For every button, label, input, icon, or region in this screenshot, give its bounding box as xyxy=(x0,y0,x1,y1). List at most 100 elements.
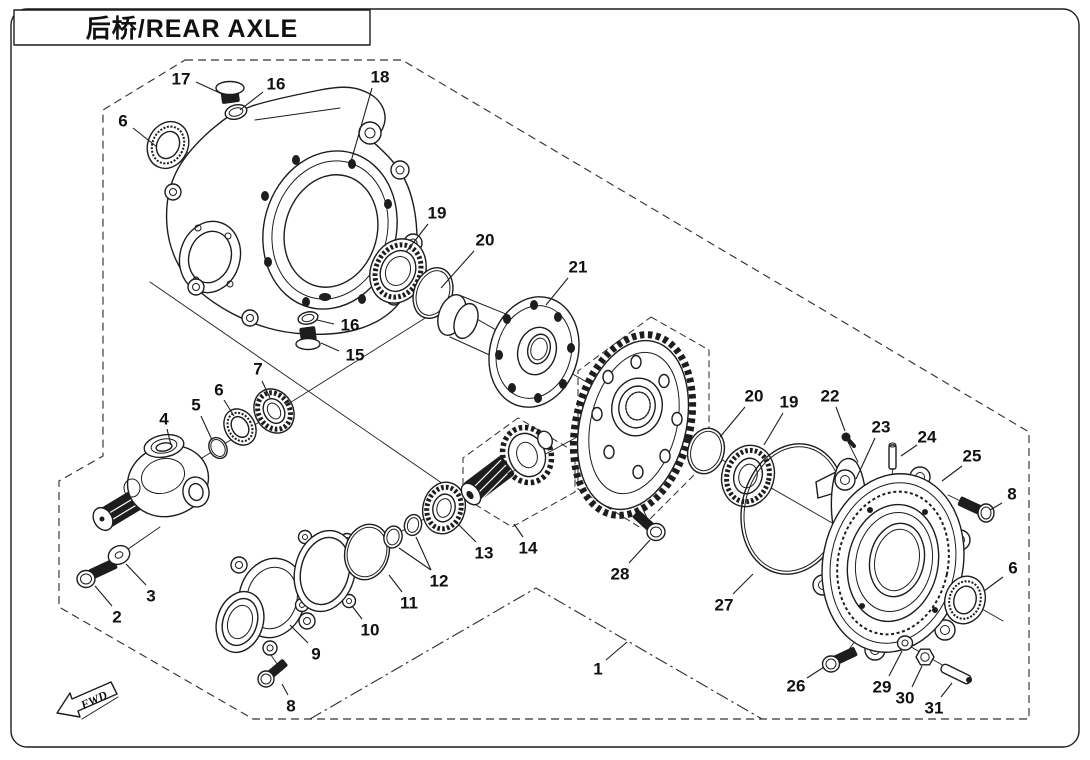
leader-line-4 xyxy=(166,428,172,446)
part-oring-pinion-large xyxy=(343,523,391,581)
part-shim-rings xyxy=(383,513,423,549)
callout-11: 11 xyxy=(400,594,418,613)
part-spacer-shaft xyxy=(437,294,534,373)
leader-line-28 xyxy=(628,539,651,564)
part-bolt-cover-lower xyxy=(821,647,858,673)
callout-28: 28 xyxy=(611,565,630,584)
callout-6: 6 xyxy=(1008,559,1017,578)
leader-line-8 xyxy=(989,502,1003,511)
part-universal-yoke xyxy=(92,433,210,532)
part-bolt-retainer xyxy=(257,659,288,688)
callout-27: 27 xyxy=(715,596,734,615)
callout-25: 25 xyxy=(963,447,982,466)
part-set-screw xyxy=(841,432,856,448)
part-bearing-rear xyxy=(720,444,776,508)
part-flange-hub xyxy=(488,296,580,408)
leader-line-10 xyxy=(351,605,363,620)
leader-line-25 xyxy=(941,465,963,482)
callout-6: 6 xyxy=(214,381,223,400)
fwd-arrow: FWD xyxy=(56,681,119,720)
callout-20: 20 xyxy=(745,387,764,406)
part-cotter-pin xyxy=(940,663,972,685)
page-title: 后桥/REAR AXLE xyxy=(86,15,298,43)
callout-1: 1 xyxy=(593,660,602,679)
callout-16: 16 xyxy=(341,316,360,335)
part-nut xyxy=(915,648,935,666)
leader-line-15 xyxy=(320,342,340,352)
leader-line-12 xyxy=(398,547,432,571)
leader-line-26 xyxy=(806,666,825,679)
callout-12: 12 xyxy=(430,572,449,591)
drawing-border xyxy=(10,8,1080,748)
leader-line-30 xyxy=(911,665,923,688)
leader-line-29 xyxy=(888,650,903,677)
ring-gear-box xyxy=(577,316,710,529)
callout-21: 21 xyxy=(569,258,588,277)
leader-line-17 xyxy=(195,81,223,95)
part-bearing-yoke xyxy=(253,388,295,434)
callout-6: 6 xyxy=(118,112,127,131)
part-gasket xyxy=(293,529,357,613)
part-retainer-housing xyxy=(215,556,316,656)
callout-31: 31 xyxy=(925,699,944,718)
leader-line-27 xyxy=(732,573,754,595)
leader-line-20 xyxy=(719,406,746,438)
leader-line-16 xyxy=(239,91,264,111)
part-bolt-yoke xyxy=(76,558,118,589)
callout-3: 3 xyxy=(146,587,155,606)
callout-7: 7 xyxy=(253,360,262,379)
part-washer-mid xyxy=(297,311,319,325)
callout-23: 23 xyxy=(872,418,891,437)
part-drive-pinion xyxy=(460,424,555,506)
part-oil-seal-rear xyxy=(943,575,987,625)
part-bolt-rear-cover xyxy=(957,496,995,523)
callout-30: 30 xyxy=(896,689,915,708)
callout-15: 15 xyxy=(346,346,365,365)
leader-line-20 xyxy=(440,250,475,289)
callout-10: 10 xyxy=(361,621,380,640)
leader-line-19 xyxy=(763,412,784,446)
callout-9: 9 xyxy=(311,645,320,664)
callout-20: 20 xyxy=(476,231,495,250)
callout-19: 19 xyxy=(428,204,447,223)
part-drain-plug xyxy=(295,326,321,351)
callout-2: 2 xyxy=(112,608,121,627)
leader-line-16 xyxy=(316,319,335,325)
boundary-dashed-outline xyxy=(58,59,1030,720)
callout-14: 14 xyxy=(519,539,538,558)
callout-13: 13 xyxy=(475,544,494,563)
leader-line-6 xyxy=(132,127,158,148)
leader-line-12 xyxy=(415,536,432,571)
leader-line-22 xyxy=(835,406,846,432)
part-rear-cover xyxy=(812,466,971,661)
leader-line-23 xyxy=(855,437,876,480)
leader-line-19 xyxy=(405,223,429,253)
callout-24: 24 xyxy=(918,428,937,447)
part-ring-gear xyxy=(569,331,697,519)
leader-line-18 xyxy=(349,87,373,166)
leader-line-21 xyxy=(545,277,569,306)
callout-29: 29 xyxy=(873,678,892,697)
callout-16: 16 xyxy=(267,75,286,94)
part-oring-yoke xyxy=(208,436,228,460)
leader-line-9 xyxy=(289,624,309,644)
leader-line-8 xyxy=(281,683,289,696)
part-bearing-pinion xyxy=(421,481,467,535)
part-washer-yoke xyxy=(107,544,131,566)
leader-line-6 xyxy=(223,399,235,417)
callout-26: 26 xyxy=(787,677,806,696)
callout-22: 22 xyxy=(821,387,840,406)
callout-17: 17 xyxy=(172,70,191,89)
part-oring-rear xyxy=(686,427,726,475)
title-block xyxy=(13,9,371,46)
callout-4: 4 xyxy=(159,410,169,429)
callout-8: 8 xyxy=(286,697,295,716)
callout-5: 5 xyxy=(191,396,200,415)
leader-line-24 xyxy=(900,444,918,457)
callout-19: 19 xyxy=(780,393,799,412)
leader-line-2 xyxy=(94,585,113,607)
assembly-1-chevron xyxy=(309,587,763,720)
leader-line-31 xyxy=(940,682,953,698)
